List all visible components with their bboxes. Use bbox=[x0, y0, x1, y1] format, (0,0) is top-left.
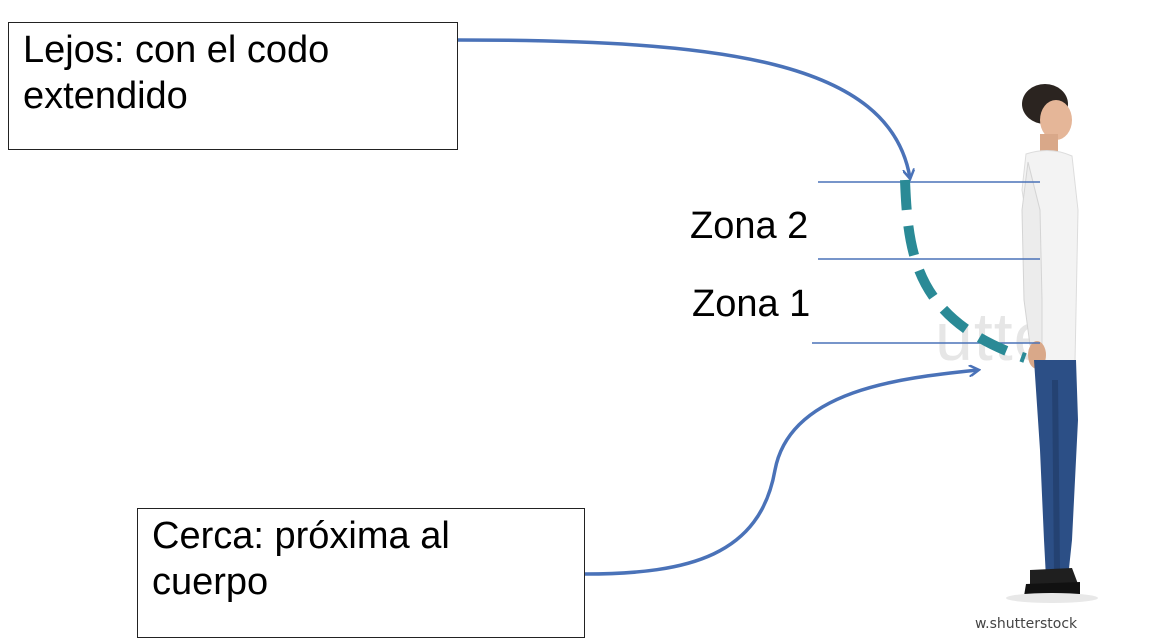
near-arrow bbox=[584, 370, 978, 576]
far-arrow bbox=[457, 38, 910, 178]
far-label-box: Lejos: con el codo extendido bbox=[8, 22, 458, 150]
zone-2-label: Zona 2 bbox=[690, 205, 809, 247]
watermark-url: w.shutterstock bbox=[975, 616, 1078, 632]
near-label-box: Cerca: próxima al cuerpo bbox=[137, 508, 585, 638]
reach-arc bbox=[900, 179, 1027, 363]
zone-1-label: Zona 1 bbox=[692, 283, 811, 325]
person-face bbox=[1040, 100, 1072, 140]
person-figure bbox=[1006, 84, 1098, 603]
